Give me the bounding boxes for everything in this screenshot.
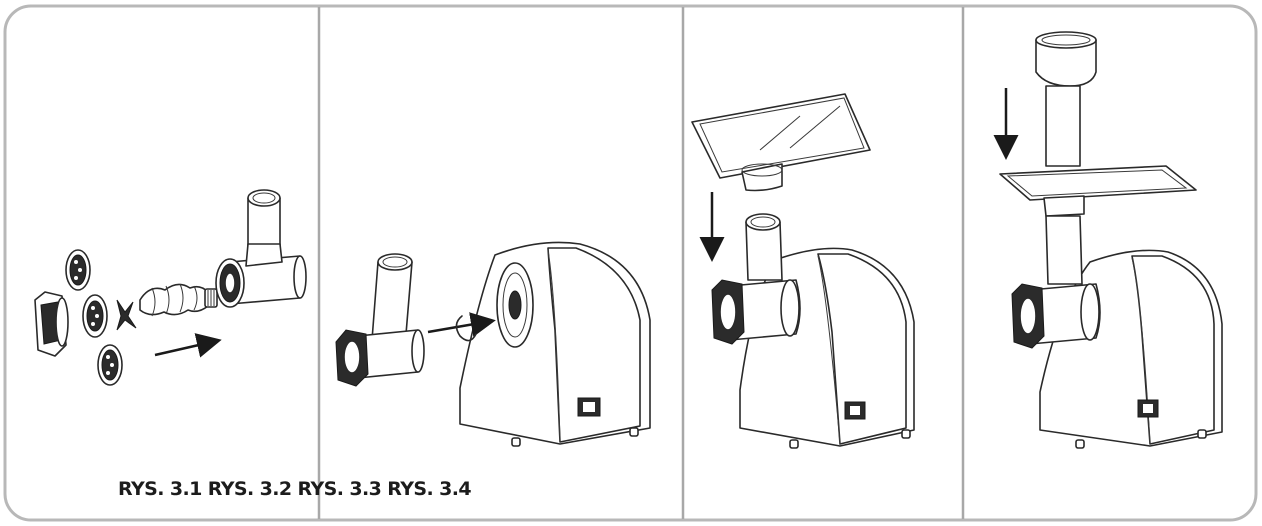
panel-3-3 [692, 94, 914, 448]
feeding-tray-on-machine [1000, 166, 1196, 216]
panel-3-1 [35, 190, 306, 385]
cutting-plate-middle [83, 295, 107, 337]
machine-assembled-3-3 [712, 214, 914, 448]
figure-caption: RYS. 3.1 RYS. 3.2 RYS. 3.3 RYS. 3.4 [118, 478, 471, 500]
panel-3-2 [336, 242, 650, 446]
machine-assembled-3-4 [1012, 216, 1222, 448]
cutting-plate-top [66, 250, 90, 290]
food-pusher [1036, 32, 1096, 166]
auger [140, 284, 217, 316]
grinder-head [216, 190, 306, 307]
cutting-blade [117, 300, 136, 330]
panel-3-4 [1000, 32, 1222, 448]
assembly-arrow-3-1 [155, 342, 212, 355]
feeding-tray [692, 94, 870, 191]
cutting-plate-bottom [98, 345, 122, 385]
ring-nut [35, 292, 68, 356]
motor-body [460, 242, 650, 446]
grinder-head-detached [336, 254, 424, 386]
